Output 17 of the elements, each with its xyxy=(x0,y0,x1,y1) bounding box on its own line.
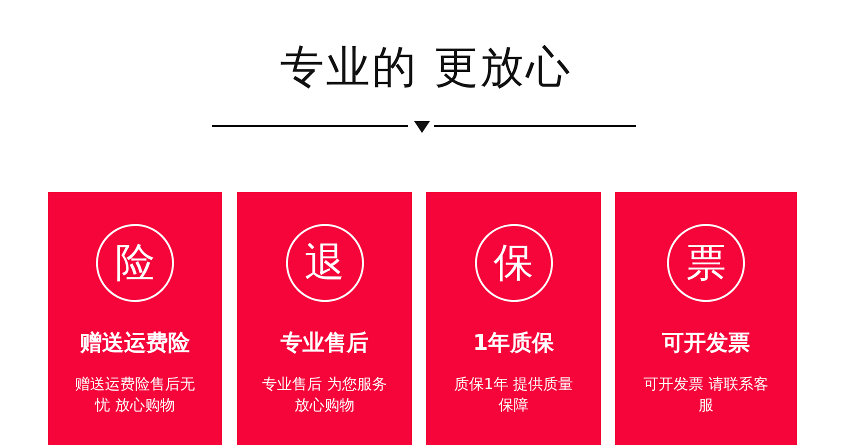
card-description: 可开发票 请联系客服 xyxy=(642,374,770,416)
service-card xyxy=(48,192,222,445)
card-heading: 1年质保 xyxy=(472,330,556,358)
card-description: 专业售后 为您服务放心购物 xyxy=(261,374,388,416)
service-card xyxy=(426,192,601,445)
service-card xyxy=(237,192,412,445)
card-heading: 赠送运费险 xyxy=(79,330,191,358)
card-heading: 可开发票 xyxy=(661,330,751,358)
card-description: 质保1年 提供质量保障 xyxy=(452,374,574,416)
circled-character-icon: 险 xyxy=(96,224,174,302)
circled-character-icon: 票 xyxy=(667,224,745,302)
circled-character-icon: 退 xyxy=(286,224,364,302)
page-title: 专业的 更放心 xyxy=(280,42,572,93)
circled-character-icon: 保 xyxy=(474,224,552,302)
card-heading: 专业售后 xyxy=(280,330,370,358)
card-description: 赠送运费险售后无忧 放心购物 xyxy=(74,374,196,416)
service-card xyxy=(615,192,797,445)
